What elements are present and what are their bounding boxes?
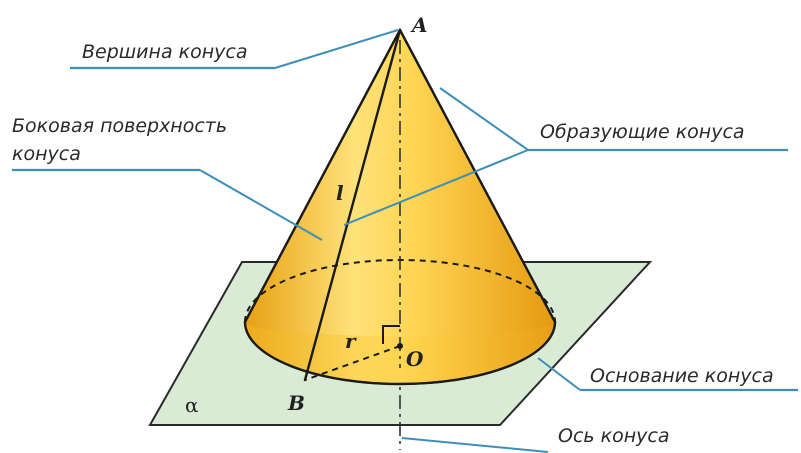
label-base: Основание конуса (590, 365, 774, 387)
label-axis: Ось конуса (558, 425, 670, 447)
cone-base-front (245, 322, 555, 384)
right-angle-mark (382, 325, 400, 344)
generators-pointer-AB (343, 149, 529, 226)
label-generators: Образующие конуса (540, 121, 745, 143)
segment-label-l: l (336, 181, 344, 205)
radius-OB (304, 345, 401, 381)
cone-base-edge (243, 320, 557, 386)
label-lateral-line1: Боковая поверхность (12, 115, 227, 137)
cone-right-edge (398, 28, 557, 324)
axis-pointer (401, 437, 549, 453)
cone-left-edge (243, 28, 402, 324)
generators-pointer-right-edge (439, 87, 529, 151)
point-label-A: A (410, 13, 428, 37)
segment-label-r: r (345, 329, 357, 353)
label-lateral-line2: конуса (12, 143, 81, 165)
center-point-O (397, 343, 403, 349)
point-label-O: O (406, 347, 424, 371)
lateral-pointer (199, 169, 323, 241)
point-label-B: B (287, 391, 305, 415)
generator-AB (303, 28, 402, 382)
label-apex: Вершина конуса (82, 41, 247, 63)
apex-pointer (274, 29, 399, 69)
base-pointer (537, 357, 581, 391)
plane-label-alpha: α (185, 393, 199, 417)
